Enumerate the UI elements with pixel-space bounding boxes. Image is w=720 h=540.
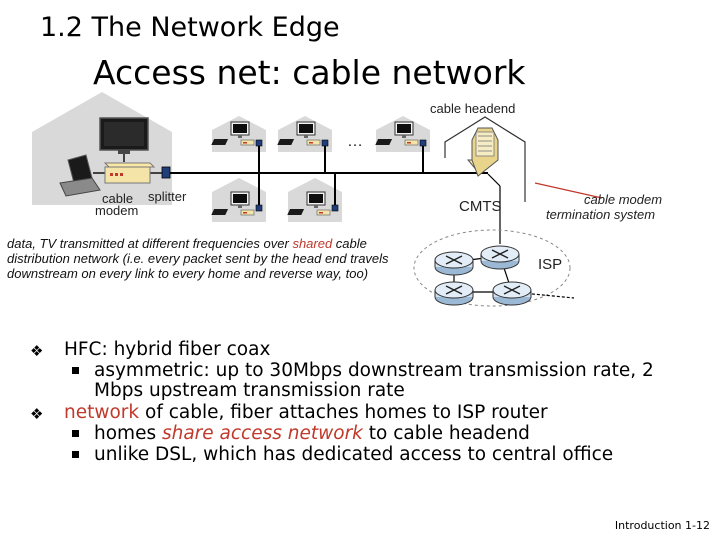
diagram-caption: data, TV transmitted at different freque… [7, 236, 427, 281]
sub-bullet-highlight: share access network [161, 423, 363, 444]
router-icon [492, 281, 532, 306]
sub-bullet-item: asymmetric: up to 30Mbps downstream tran… [68, 361, 700, 401]
tv-icon [99, 117, 149, 162]
bullet-list: ❖ HFC: hybrid fiber coax asymmetric: up … [30, 340, 700, 467]
router-icon [434, 281, 474, 306]
section-title: 1.2 The Network Edge [40, 12, 340, 43]
splitter-icon [161, 166, 171, 179]
isp-label: ISP [538, 256, 563, 273]
caption-text-2: cable distribution network (i.e. every p… [7, 236, 389, 281]
square-bullet-icon [72, 367, 79, 374]
cable-modem-label-2: modem [95, 203, 139, 218]
isp-cloud [413, 229, 571, 307]
bullet-item: ❖ HFC: hybrid fiber coax asymmetric: up … [30, 340, 700, 401]
caption-highlight: shared [292, 236, 333, 251]
cmts-desc-label-2: termination system [546, 207, 656, 222]
bullet-highlight: network [64, 402, 140, 423]
headend-label: cable headend [430, 101, 516, 116]
bullet-text: HFC: hybrid fiber coax [64, 339, 271, 360]
bullet-text: of cable, fiber attaches homes to ISP ro… [139, 402, 548, 423]
splitter-label: splitter [148, 189, 187, 204]
headend-building [444, 116, 526, 202]
slide-footer: Introduction 1-12 [615, 519, 710, 532]
sub-bullet-text: asymmetric: up to 30Mbps downstream tran… [94, 360, 654, 401]
square-bullet-icon [72, 451, 79, 458]
cable-lines [168, 141, 488, 210]
diamond-bullet-icon: ❖ [30, 342, 44, 360]
sub-bullet-item: unlike DSL, which has dedicated access t… [68, 445, 700, 465]
sub-bullet-item: homes share access network to cable head… [68, 424, 700, 444]
square-bullet-icon [72, 430, 79, 437]
ellipsis-label: … [347, 133, 365, 150]
sub-bullet-text: homes [94, 423, 162, 444]
cable-modem-icon [103, 162, 156, 184]
cmts-icon [466, 127, 499, 177]
footer-page: 1-12 [685, 519, 710, 532]
router-icon [434, 251, 474, 276]
router-icon [480, 245, 520, 270]
sub-bullet-list: asymmetric: up to 30Mbps downstream tran… [64, 361, 700, 401]
caption-text-1: data, TV transmitted at different freque… [7, 236, 293, 251]
cmts-label: CMTS [459, 198, 502, 215]
laptop-icon [59, 154, 101, 197]
sub-bullet-text: unlike DSL, which has dedicated access t… [94, 444, 614, 465]
bullet-item: ❖ network of cable, fiber attaches homes… [30, 403, 700, 465]
slide-title: Access net: cable network [93, 53, 526, 92]
diamond-bullet-icon: ❖ [30, 405, 44, 423]
cable-network-diagram [32, 92, 603, 307]
cmts-desc-label-1: cable modem [584, 192, 663, 207]
sub-bullet-list: homes share access network to cable head… [64, 424, 700, 465]
footer-chapter: Introduction [614, 519, 682, 532]
cable-modem-label-1: cable [102, 191, 134, 206]
sub-bullet-text: to cable headend [362, 423, 530, 444]
